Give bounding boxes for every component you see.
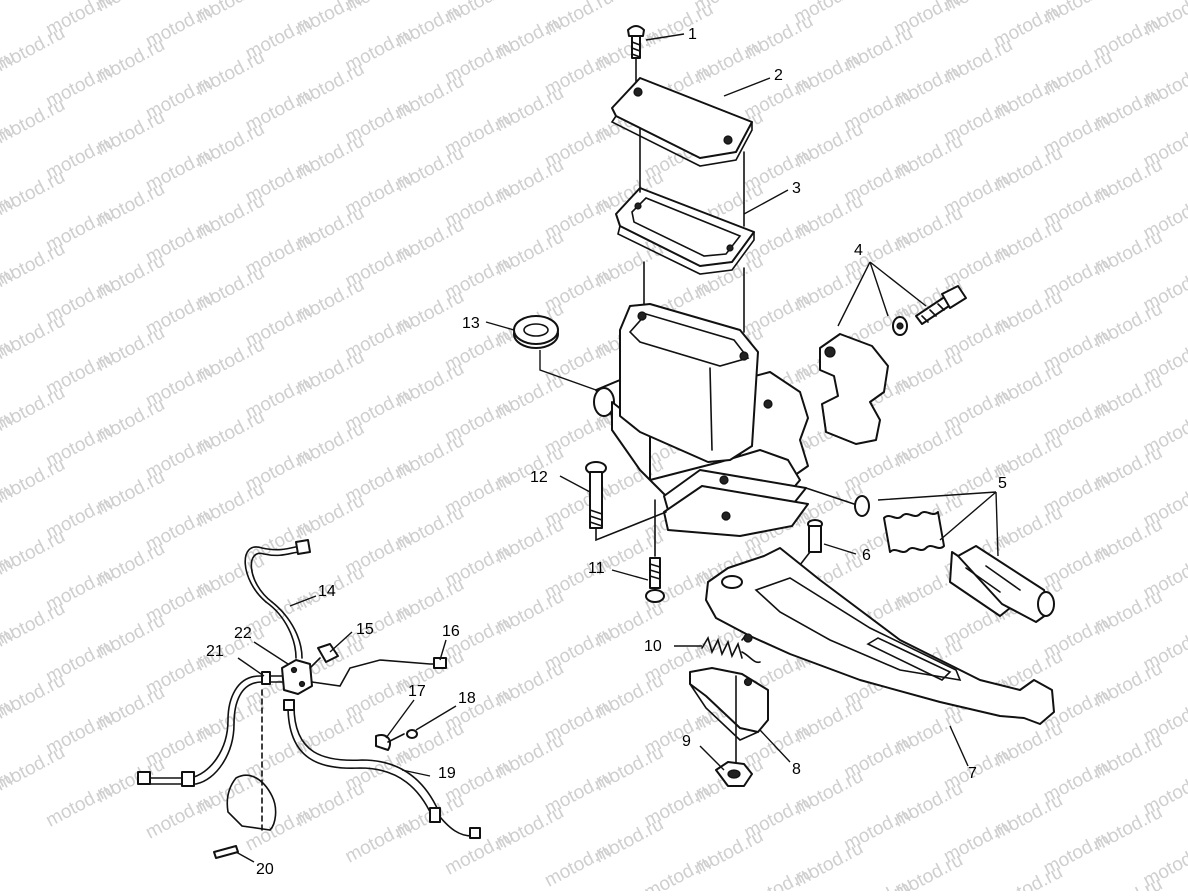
part-4-clamp [819,285,967,445]
part-12-bolt [585,461,667,542]
callout-5: 5 [998,475,1007,492]
part-2-cover [610,77,753,167]
callout-19: 19 [438,765,456,782]
callout-17: 17 [408,683,426,700]
watermark-text: motod.ru [841,874,917,891]
callout-15: 15 [356,621,374,638]
part-9-nut [715,761,753,787]
brake-lines [137,539,481,859]
callout-9: 9 [682,733,691,750]
callout-14: 14 [318,583,336,600]
callout-labels: 1 2 3 4 5 6 7 8 9 10 11 12 13 14 15 16 1… [206,26,1007,878]
callout-12: 12 [530,469,548,486]
callout-6: 6 [862,547,871,564]
callout-8: 8 [792,761,801,778]
part-1-screw [627,25,645,91]
part-8-block [689,667,769,765]
part-3-gasket [615,187,755,275]
callout-22: 22 [234,625,252,642]
callout-16: 16 [442,623,460,640]
callout-10: 10 [644,638,662,655]
callout-3: 3 [792,180,801,197]
watermark-text: motod.ru [990,862,1066,891]
part-7-lever [705,547,1055,725]
leader-lines [235,33,999,863]
callout-18: 18 [458,690,476,707]
part-11-screw [645,499,665,603]
callout-4: 4 [854,242,863,259]
part-10-spring [701,636,761,664]
part-13-grommet [513,315,559,349]
callout-20: 20 [256,861,274,878]
callout-13: 13 [462,315,480,332]
callout-2: 2 [774,67,783,84]
callout-11: 11 [588,560,605,577]
watermark-text: motod.ru [0,0,69,4]
watermark-text: motod.ru [641,850,717,891]
watermark-text: motod.ru [1090,874,1166,891]
watermark-text: motod.ru [0,0,19,28]
master-cylinder-body [593,303,861,537]
callout-7: 7 [968,765,977,782]
part-5-piston [854,495,1055,623]
callout-1: 1 [688,26,697,43]
callout-21: 21 [206,643,224,660]
